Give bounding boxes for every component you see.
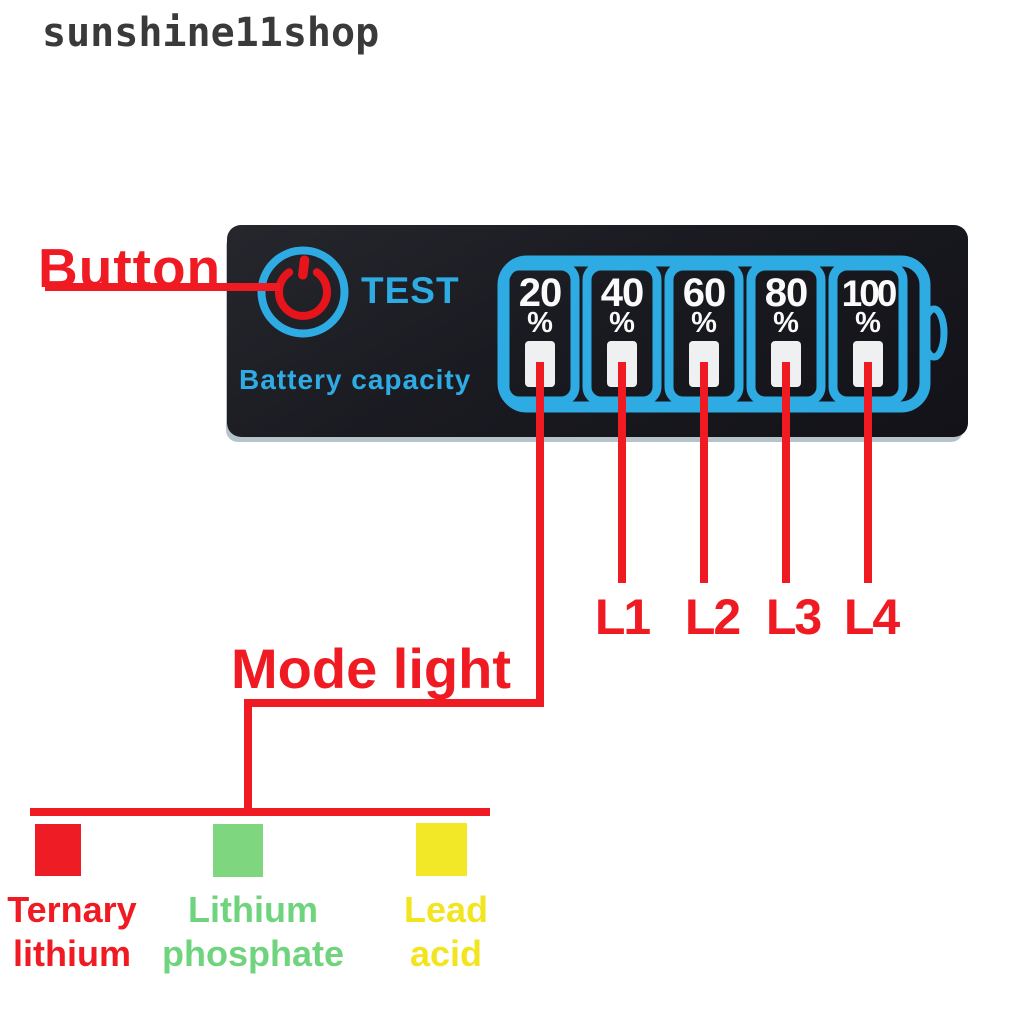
led-label-l1: L1 xyxy=(594,589,651,645)
legend-swatch-lithium-phosphate xyxy=(213,824,263,877)
battery-capacity-label: Battery capacity xyxy=(239,364,472,395)
battery-segment: 20 % xyxy=(500,261,580,406)
led-window xyxy=(525,341,555,387)
percent-sign: % xyxy=(691,307,717,339)
segment-value: 60 xyxy=(683,271,726,315)
button-annotation: Button xyxy=(38,237,222,299)
battery-segment: 100 % xyxy=(828,261,908,406)
power-ring xyxy=(257,246,349,338)
led-window xyxy=(607,341,637,387)
legend-label-line: Ternary xyxy=(7,889,137,930)
battery-segment: 60 % xyxy=(664,261,744,406)
segment-value: 40 xyxy=(601,271,644,315)
segment-value: 20 xyxy=(519,271,562,315)
legend-swatch-ternary-lithium xyxy=(35,824,81,876)
mode-light-annotation: Mode light xyxy=(231,637,511,700)
percent-sign: % xyxy=(609,307,635,339)
led-label-l2: L2 xyxy=(684,589,741,645)
legend-label-line: lithium xyxy=(13,933,131,974)
percent-sign: % xyxy=(855,307,881,339)
led-label-l3: L3 xyxy=(765,589,822,645)
indicator-panel: TEST Battery capacity 20 % 40 % 60 % xyxy=(227,225,968,437)
power-button-icon xyxy=(257,246,349,338)
shop-watermark: sunshine11shop xyxy=(42,10,380,56)
test-label: TEST xyxy=(361,270,460,311)
led-window xyxy=(771,341,801,387)
percent-sign: % xyxy=(527,307,553,339)
legend-label-line: Lithium xyxy=(188,889,318,930)
power-bar xyxy=(298,255,310,280)
legend-label-line: Lead xyxy=(403,889,489,930)
led-window xyxy=(689,341,719,387)
battery-segment: 80 % xyxy=(746,261,826,406)
segment-value: 100 xyxy=(842,273,897,314)
legend-swatch-lead-acid xyxy=(416,823,467,876)
led-label-l4: L4 xyxy=(843,589,900,645)
led-window xyxy=(853,341,883,387)
mode-light-connector xyxy=(244,699,540,816)
battery-gauge: 20 % 40 % 60 % 80 % xyxy=(497,255,948,413)
segment-value: 80 xyxy=(765,271,808,315)
legend-label-line: acid xyxy=(409,933,483,974)
percent-sign: % xyxy=(773,307,799,339)
legend-label-line: phosphate xyxy=(161,933,344,974)
battery-segment: 40 % xyxy=(582,261,662,406)
battery-terminal xyxy=(920,305,948,361)
